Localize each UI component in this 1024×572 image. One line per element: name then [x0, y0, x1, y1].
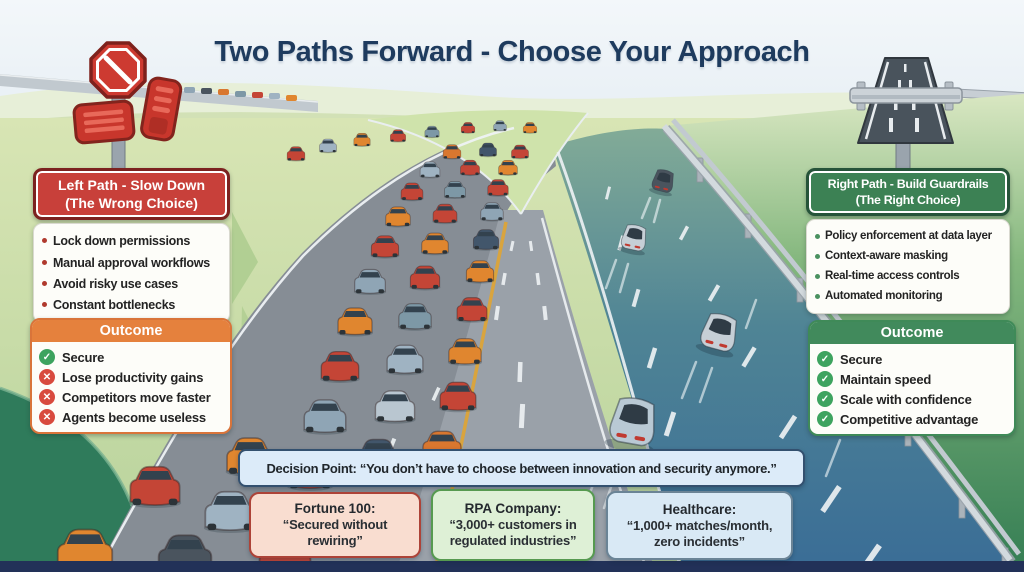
bullet-icon: [42, 238, 47, 244]
list-item: Real-time access controls: [815, 269, 1003, 284]
list-item: Secure: [39, 349, 223, 365]
left-path-header-line2: (The Wrong Choice): [65, 195, 198, 212]
list-item: Lock down permissions: [42, 233, 223, 249]
outcome-label: Secure: [62, 349, 105, 365]
list-item: Policy enforcement at data layer: [815, 229, 1003, 244]
bullet-label: Constant bottlenecks: [53, 298, 176, 313]
stop-sign-icon: [72, 41, 183, 176]
right-outcome-card: Outcome Secure Maintain speed Scale with…: [808, 320, 1016, 436]
bullet-label: Lock down permissions: [53, 234, 191, 249]
testimonial-quote: “1,000+ matches/month, zero incidents”: [626, 517, 773, 549]
bullet-icon: [42, 302, 47, 308]
outcome-label: Maintain speed: [840, 371, 932, 387]
left-path-panel: Left Path - Slow Down (The Wrong Choice)…: [33, 168, 230, 324]
bullet-label: Manual approval workflows: [53, 255, 210, 270]
cross-icon: [39, 369, 55, 385]
cross-icon: [39, 409, 55, 425]
left-outcome-header: Outcome: [32, 320, 230, 342]
right-outcome-header: Outcome: [810, 322, 1014, 344]
outcome-label: Scale with confidence: [840, 391, 972, 407]
highway-sign-icon: [849, 57, 963, 173]
cross-icon: [39, 389, 55, 405]
left-outcome-card: Outcome Secure Lose productivity gains C…: [30, 318, 232, 434]
testimonial-rpa-company: RPA Company: “3,000+ customers in regula…: [431, 489, 595, 561]
testimonial-quote: “Secured without rewiring”: [282, 517, 388, 548]
right-path-header-line2: (The Right Choice): [855, 193, 961, 208]
check-icon: [817, 371, 833, 387]
decision-point-banner: Decision Point: “You don’t have to choos…: [238, 449, 805, 487]
left-path-list: Lock down permissions Manual approval wo…: [33, 223, 230, 324]
testimonial-healthcare: Healthcare: “1,000+ matches/month, zero …: [606, 491, 793, 560]
bullet-icon: [815, 254, 820, 260]
list-item: Manual approval workflows: [42, 255, 223, 271]
bullet-label: Context-aware masking: [825, 250, 948, 263]
right-path-header: Right Path - Build Guardrails (The Right…: [806, 168, 1010, 217]
bullet-label: Real-time access controls: [825, 270, 960, 283]
list-item: Context-aware masking: [815, 249, 1003, 264]
no-entry-octagon-icon: [89, 41, 147, 99]
outcome-label: Agents become useless: [62, 409, 206, 425]
testimonial-title: Healthcare:: [662, 501, 737, 517]
bullet-icon: [815, 294, 820, 300]
page-title: Two Paths Forward - Choose Your Approach: [214, 36, 810, 68]
testimonial-title: RPA Company:: [464, 501, 562, 517]
right-path-panel: Right Path - Build Guardrails (The Right…: [806, 168, 1010, 314]
list-item: Scale with confidence: [817, 391, 1007, 407]
testimonial-title: Fortune 100:: [294, 501, 376, 517]
bottom-bar: [0, 561, 1024, 572]
list-item: Lose productivity gains: [39, 369, 223, 385]
bullet-label: Automated monitoring: [825, 290, 943, 303]
bullet-icon: [815, 274, 820, 280]
outcome-label: Competitive advantage: [840, 411, 979, 427]
bullet-icon: [42, 280, 47, 286]
left-outcome-list: Secure Lose productivity gains Competito…: [32, 342, 230, 432]
right-path-header-line1: Right Path - Build Guardrails: [827, 177, 989, 191]
testimonial-quote: “3,000+ customers in regulated industrie…: [449, 517, 577, 548]
bullet-icon: [42, 259, 47, 265]
check-icon: [817, 391, 833, 407]
bullet-label: Policy enforcement at data layer: [825, 230, 992, 243]
left-path-header-line1: Left Path - Slow Down: [58, 177, 205, 193]
right-outcome-list: Secure Maintain speed Scale with confide…: [810, 344, 1014, 434]
list-item: Secure: [817, 351, 1007, 367]
outcome-label: Lose productivity gains: [62, 369, 204, 385]
bullet-label: Avoid risky use cases: [53, 276, 178, 291]
outcome-label: Competitors move faster: [62, 389, 211, 405]
bottom-left-grass: [0, 386, 148, 572]
check-icon: [39, 349, 55, 365]
testimonial-fortune-100: Fortune 100: “Secured without rewiring”: [249, 492, 421, 558]
list-item: Competitive advantage: [817, 411, 1007, 427]
check-icon: [817, 411, 833, 427]
list-item: Maintain speed: [817, 371, 1007, 387]
outcome-label: Secure: [840, 351, 883, 367]
list-item: Agents become useless: [39, 409, 223, 425]
bullet-icon: [815, 234, 820, 240]
list-item: Competitors move faster: [39, 389, 223, 405]
check-icon: [817, 351, 833, 367]
list-item: Constant bottlenecks: [42, 297, 223, 313]
list-item: Avoid risky use cases: [42, 276, 223, 292]
right-path-list: Policy enforcement at data layer Context…: [806, 219, 1010, 314]
left-path-header: Left Path - Slow Down (The Wrong Choice): [33, 168, 230, 221]
list-item: Automated monitoring: [815, 289, 1003, 304]
brake-pedal-icons: [72, 76, 183, 145]
